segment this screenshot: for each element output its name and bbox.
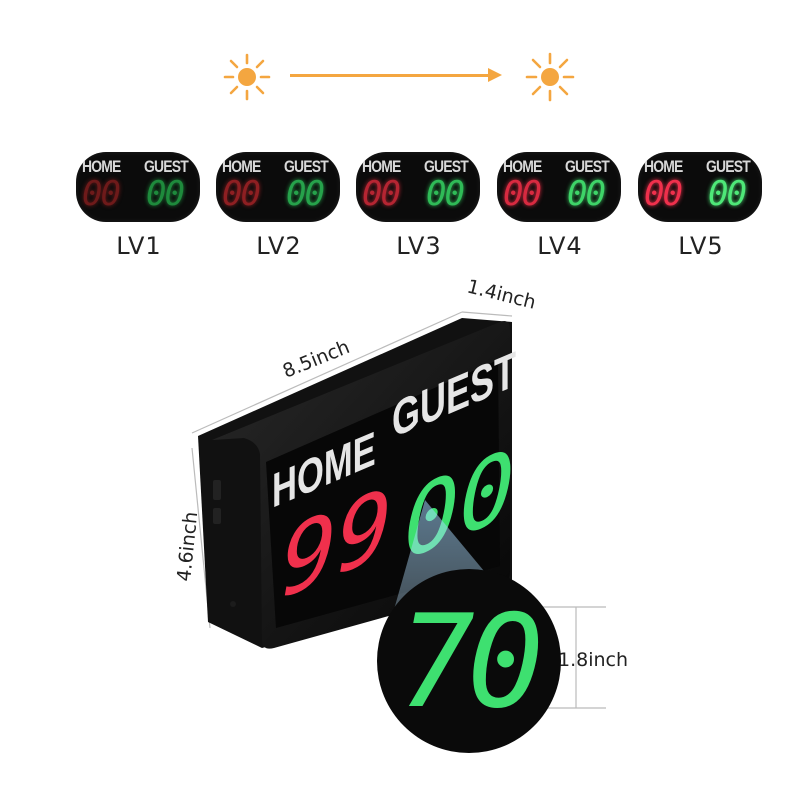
brightness-level-4: HOME GUEST 00 00 LV4: [497, 152, 623, 260]
depth-dimension-label: 1.4inch: [465, 276, 538, 314]
home-word: HOME: [82, 157, 121, 176]
guest-word: GUEST: [565, 157, 610, 176]
home-word: HOME: [362, 157, 401, 176]
brightness-level-3: HOME GUEST 00 00 LV3: [356, 152, 482, 260]
bright-sun-icon: [525, 52, 575, 102]
side-button: [213, 480, 221, 500]
zoom-circle: [377, 569, 561, 753]
home-word: HOME: [222, 157, 261, 176]
brightness-arrow-line: [290, 74, 490, 77]
side-button: [213, 508, 221, 524]
home-score: 00: [644, 174, 683, 214]
brightness-level-5: HOME GUEST 00 00 LV5: [638, 152, 764, 260]
level-label: LV4: [537, 232, 583, 260]
brightness-level-2: HOME GUEST 00 00 LV2: [216, 152, 342, 260]
level-label: LV3: [396, 232, 442, 260]
zoomed-digits: 70: [398, 588, 538, 737]
home-score: 00: [362, 174, 401, 214]
guest-score: 00: [426, 174, 465, 214]
level-label: LV2: [256, 232, 302, 260]
guest-score: 00: [286, 174, 325, 214]
mini-scoreboard: HOME GUEST 00 00: [497, 152, 621, 222]
guest-score: 00: [567, 174, 606, 214]
level-label: LV5: [678, 232, 724, 260]
brightness-level-1: HOME GUEST 00 00 LV1: [76, 152, 202, 260]
digit-height-label: 1.8inch: [558, 649, 628, 671]
mini-scoreboard: HOME GUEST 00 00: [216, 152, 340, 222]
guest-score: 00: [708, 174, 747, 214]
guest-word: GUEST: [706, 157, 751, 176]
mini-scoreboard: HOME GUEST 00 00: [638, 152, 762, 222]
home-word: HOME: [503, 157, 542, 176]
side-port: [230, 601, 236, 607]
mini-scoreboard: HOME GUEST 00 00: [356, 152, 480, 222]
guest-word: GUEST: [284, 157, 329, 176]
guest-word: GUEST: [424, 157, 469, 176]
brightness-arrow-row: [0, 0, 800, 130]
home-score: 00: [222, 174, 261, 214]
dim-sun-icon: [223, 53, 271, 101]
guest-score: 00: [146, 174, 185, 214]
home-score: 00: [82, 174, 121, 214]
scoreboard-product-scene: HOME GUEST 99 00 70 1.4inch 8.5inch 4.6i…: [173, 276, 628, 753]
home-word: HOME: [644, 157, 683, 176]
guest-word: GUEST: [144, 157, 189, 176]
brightness-arrow-head: [488, 68, 502, 82]
mini-scoreboard: HOME GUEST 00 00: [76, 152, 200, 222]
level-label: LV1: [116, 232, 162, 260]
home-score: 00: [503, 174, 542, 214]
height-dimension-label: 4.6inch: [173, 511, 202, 583]
